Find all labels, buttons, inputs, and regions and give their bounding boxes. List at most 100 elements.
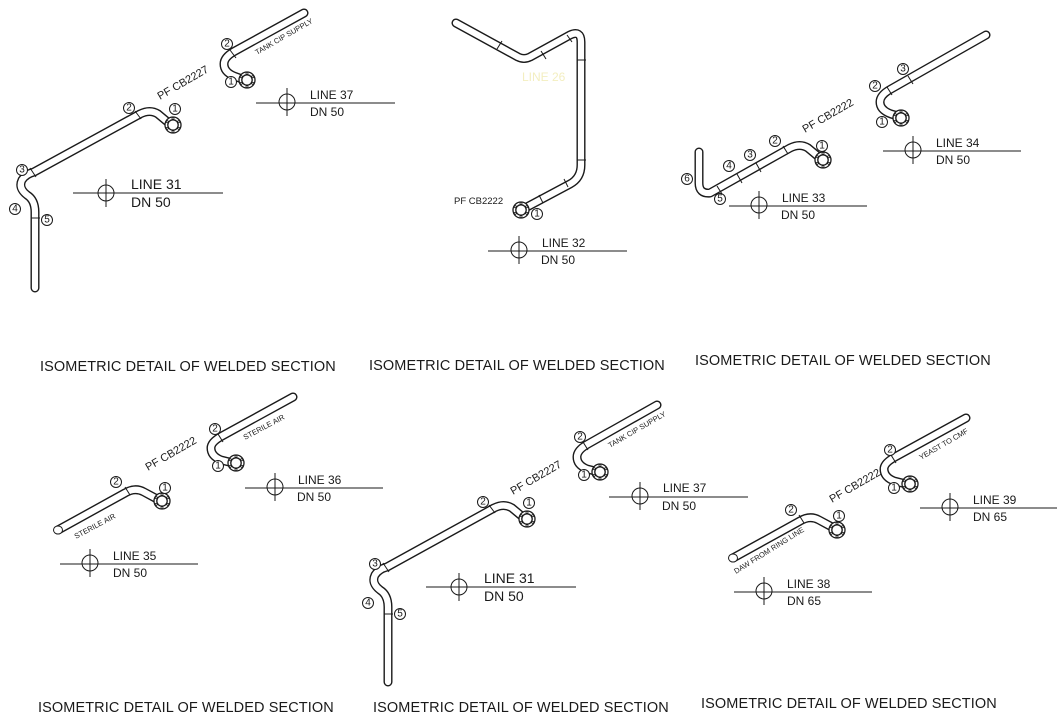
weld-marker: 4 — [9, 203, 21, 215]
svg-text:2: 2 — [126, 103, 132, 114]
weld-marker: 1 — [833, 510, 845, 522]
pf-label: PF CB2227 — [156, 64, 211, 103]
line-number: LINE 38 — [787, 577, 831, 591]
weld-marker: 1 — [531, 208, 543, 220]
flange-icon — [227, 454, 245, 472]
pipe-line-37 — [219, 8, 309, 84]
line-marker-icon — [266, 472, 284, 502]
weld-marker: 1 — [876, 116, 888, 128]
detail-3: 1 2 3 4 5 6 PF CB2222 LINE 33 DN 50 1 2 … — [681, 30, 1021, 369]
line-size: DN 50 — [781, 208, 815, 222]
flange-icon — [901, 475, 919, 493]
weld-marker: 3 — [744, 149, 756, 161]
svg-text:1: 1 — [879, 117, 885, 128]
svg-text:3: 3 — [19, 165, 25, 176]
svg-text:2: 2 — [224, 39, 230, 50]
svg-text:5: 5 — [44, 215, 50, 226]
pf-label: PF CB2222 — [144, 435, 199, 474]
pipe-line-37-b — [572, 400, 662, 476]
detail-1: 1 2 3 4 5 PF CB2227 LINE 31 DN 50 1 2 TA… — [9, 8, 395, 375]
svg-text:2: 2 — [872, 81, 878, 92]
weld-marker: 1 — [523, 497, 535, 509]
weld-marker: 1 — [816, 140, 828, 152]
weld-marker: 2 — [884, 444, 896, 456]
line-marker-icon — [750, 190, 768, 220]
svg-text:1: 1 — [228, 77, 234, 88]
weld-marker: 6 — [681, 173, 693, 185]
line-number: LINE 39 — [973, 493, 1017, 507]
detail-5: 1 2 3 4 5 PF CB2227 LINE 31 DN 50 1 2 TA… — [362, 400, 748, 716]
svg-text:1: 1 — [836, 511, 842, 522]
svg-text:5: 5 — [717, 194, 723, 205]
detail-caption: ISOMETRIC DETAIL OF WELDED SECTION — [38, 700, 334, 716]
svg-text:1: 1 — [172, 104, 178, 115]
line-size: DN 50 — [541, 253, 575, 267]
pipe-line-33 — [694, 141, 825, 198]
pipe-line-38 — [728, 513, 837, 563]
line-marker-icon — [755, 576, 773, 606]
detail-caption: ISOMETRIC DETAIL OF WELDED SECTION — [373, 700, 669, 716]
weld-marker: 1 — [888, 482, 900, 494]
weld-marker: 3 — [369, 558, 381, 570]
weld-marker: 2 — [477, 496, 489, 508]
line-size: DN 50 — [310, 105, 344, 119]
detail-caption: ISOMETRIC DETAIL OF WELDED SECTION — [40, 359, 336, 375]
line-number: LINE 31 — [484, 570, 535, 586]
ghost-line-label: LINE 26 — [522, 70, 566, 84]
svg-text:2: 2 — [212, 424, 218, 435]
weld-marker: 4 — [723, 160, 735, 172]
line-size: DN 50 — [297, 490, 331, 504]
flange-icon — [238, 71, 256, 89]
pipe-line-35 — [53, 485, 162, 535]
svg-text:3: 3 — [372, 559, 378, 570]
line-size: DN 65 — [787, 594, 821, 608]
line-size: DN 50 — [113, 566, 147, 580]
weld-marker: 5 — [41, 214, 53, 226]
line-marker-icon — [941, 492, 959, 522]
detail-caption: ISOMETRIC DETAIL OF WELDED SECTION — [369, 358, 665, 374]
svg-text:4: 4 — [726, 161, 732, 172]
line-marker-icon — [81, 548, 99, 578]
line-number: LINE 31 — [131, 176, 182, 192]
line-marker-icon — [278, 87, 296, 117]
detail-2: 1 LINE 26 PF CB2222 LINE 32 DN 50 ISOMET… — [369, 18, 665, 374]
pipe-line-32 — [451, 18, 586, 213]
line-size: DN 50 — [131, 194, 171, 210]
svg-text:2: 2 — [788, 505, 794, 516]
weld-marker: 1 — [578, 469, 590, 481]
line-marker-icon — [904, 135, 922, 165]
svg-text:1: 1 — [162, 483, 168, 494]
flange-icon — [153, 492, 171, 510]
svg-text:1: 1 — [891, 483, 897, 494]
svg-text:1: 1 — [819, 141, 825, 152]
line-size: DN 50 — [662, 499, 696, 513]
flange-icon — [892, 109, 910, 127]
weld-marker: 5 — [394, 608, 406, 620]
svg-text:1: 1 — [526, 498, 532, 509]
svg-text:4: 4 — [12, 204, 18, 215]
svg-text:1: 1 — [581, 470, 587, 481]
line-number: LINE 37 — [663, 481, 707, 495]
flange-icon — [518, 510, 536, 528]
line-size: DN 50 — [484, 588, 524, 604]
line-number: LINE 35 — [113, 549, 157, 563]
weld-marker: 2 — [110, 476, 122, 488]
pipe-line-34 — [875, 30, 991, 121]
svg-text:2: 2 — [577, 432, 583, 443]
line-number: LINE 37 — [310, 88, 354, 102]
weld-marker: 4 — [362, 597, 374, 609]
flange-icon — [164, 116, 182, 134]
pipe-line-31 — [16, 107, 175, 293]
weld-marker: 1 — [212, 460, 224, 472]
flange-icon — [828, 521, 846, 539]
svg-text:6: 6 — [684, 174, 690, 185]
detail-4: 1 2 STERILE AIR PF CB2222 LINE 35 DN 50 … — [38, 392, 383, 716]
line-number: LINE 32 — [542, 236, 586, 250]
flange-icon — [814, 151, 832, 169]
flange-icon — [591, 463, 609, 481]
line-number: LINE 34 — [936, 136, 980, 150]
svg-text:2: 2 — [772, 136, 778, 147]
line-marker-icon — [631, 481, 649, 511]
pf-label: PF CB2222 — [801, 97, 856, 136]
